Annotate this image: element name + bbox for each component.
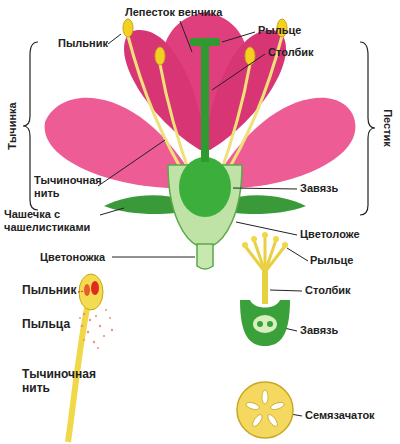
ovary-section	[237, 382, 293, 438]
pistil-detail	[240, 232, 290, 346]
part-label: Чашечка с чашелистиками	[4, 208, 134, 233]
part-label: Рыльце	[258, 24, 301, 37]
pedicel	[197, 244, 213, 269]
part-label: Пыльник	[58, 37, 108, 50]
ovary	[179, 157, 231, 217]
part-label: Столбик	[268, 46, 314, 59]
stamen	[128, 36, 282, 180]
bracket	[23, 42, 375, 215]
pollen	[79, 309, 113, 349]
part-label: Тычинка	[6, 102, 19, 149]
part-label: Пестик	[382, 109, 395, 147]
part-label: Завязь	[300, 182, 338, 195]
part-label: Цветоножка	[40, 251, 105, 264]
part-label: Пыльца	[22, 318, 70, 332]
stamen-detail	[68, 274, 113, 442]
part-label: Завязь	[300, 324, 338, 337]
part-label: Пыльник	[22, 284, 77, 298]
part-label: Семязачаток	[305, 409, 375, 422]
part-label: Столбик	[305, 284, 351, 297]
leader-lines	[98, 21, 308, 416]
part-label: Рыльце	[310, 254, 353, 267]
style	[201, 44, 209, 162]
stigma	[190, 38, 220, 46]
part-label: Цветоложе	[300, 228, 360, 241]
part-label: Тычиночная нить	[22, 368, 117, 396]
part-label: Лепесток венчика	[125, 6, 222, 19]
part-label: Тычиночная нить	[34, 174, 114, 199]
